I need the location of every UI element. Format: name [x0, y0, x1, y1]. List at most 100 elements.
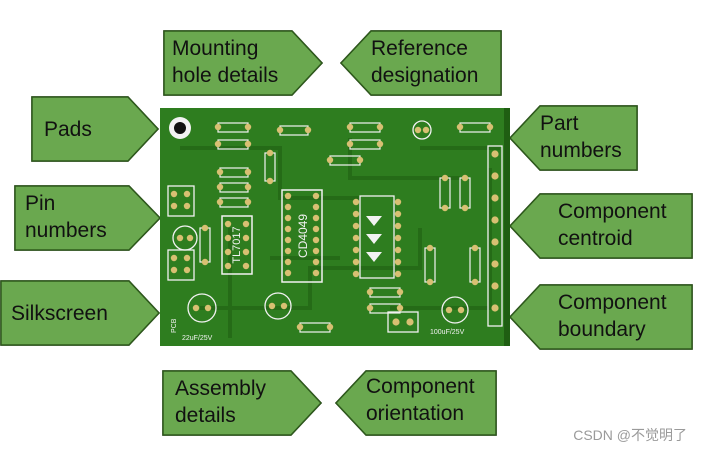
pad [284, 247, 292, 255]
callout-text: Component orientation [366, 373, 475, 427]
pad [216, 168, 224, 176]
callout-line: numbers [540, 139, 622, 162]
callout-arrow-shape [508, 193, 693, 259]
pad [268, 302, 276, 310]
edge-connector-boundary [487, 145, 503, 327]
pad [304, 126, 312, 134]
callout-part-numbers: Part numbers [508, 105, 638, 171]
callout-arrow-shape [0, 280, 161, 346]
pad [471, 278, 479, 286]
capacitor-outline [441, 296, 469, 324]
pad [312, 247, 320, 255]
pad [242, 234, 250, 242]
callout-pin-numbers: Pin numbers [14, 185, 162, 251]
pad [224, 234, 232, 242]
callout-line: Component [558, 291, 667, 314]
pad [394, 258, 402, 266]
pad [214, 140, 222, 148]
callout-text: Assembly details [175, 375, 266, 429]
pcb-traces [180, 138, 500, 338]
callout-arrow-shape [162, 370, 323, 436]
pad [170, 254, 178, 262]
pad [491, 150, 499, 158]
pad [352, 198, 360, 206]
silk-cap2-label: 22uF/25V [182, 335, 213, 342]
pad [280, 302, 288, 310]
callout-arrow-shape [508, 105, 638, 171]
callout-line: Pads [44, 118, 92, 141]
pad [376, 140, 384, 148]
connector-boundary [167, 249, 195, 281]
callout-arrow-shape [508, 284, 693, 350]
pad-group [170, 123, 499, 331]
pad [471, 244, 479, 252]
pad [326, 156, 334, 164]
pad [394, 198, 402, 206]
ic-tl7017-boundary [221, 215, 253, 275]
callout-text: Pin numbers [25, 190, 107, 244]
callout-line: Reference [371, 37, 468, 60]
pad [457, 306, 465, 314]
pad [461, 174, 469, 182]
callout-text: Pads [44, 116, 92, 143]
pad [284, 269, 292, 277]
capacitor-outline [264, 292, 292, 320]
pad [284, 258, 292, 266]
callout-text: Component boundary [558, 289, 667, 343]
callout-component-centroid: Component centroid [508, 193, 693, 259]
callout-line: Part [540, 112, 579, 135]
callout-arrow-shape [339, 30, 502, 96]
pad [352, 270, 360, 278]
pad [312, 236, 320, 244]
pad [394, 246, 402, 254]
pad [192, 304, 200, 312]
pad [352, 246, 360, 254]
silk-cap1-label: 100uF/25V [430, 329, 465, 336]
pad [394, 210, 402, 218]
pcb-substrate [160, 108, 510, 346]
callout-reference-designation: Reference designation [339, 30, 502, 96]
callout-arrow-shape [31, 96, 160, 162]
callout-silkscreen: Silkscreen [0, 280, 161, 346]
pad [266, 149, 274, 157]
pad [242, 220, 250, 228]
callout-line: numbers [25, 219, 107, 242]
pad [352, 222, 360, 230]
pad [183, 266, 191, 274]
callout-arrow-shape [14, 185, 162, 251]
pad [186, 234, 194, 242]
pad [414, 126, 422, 134]
callout-text: Silkscreen [11, 300, 108, 327]
callout-line: Component [558, 200, 667, 223]
diode-array-boundary [359, 195, 395, 279]
pad [346, 140, 354, 148]
pad [284, 236, 292, 244]
pad [244, 140, 252, 148]
pcb-edge [504, 108, 510, 346]
callout-text: Component centroid [558, 198, 667, 252]
pad [486, 123, 494, 131]
callout-line: hole details [172, 64, 279, 87]
pad [201, 258, 209, 266]
pad [356, 156, 364, 164]
pad [445, 306, 453, 314]
silk-pcb-label: PCB [171, 318, 178, 333]
pad [376, 123, 384, 131]
pad [216, 198, 224, 206]
pad [441, 174, 449, 182]
pad [224, 220, 232, 228]
pad [394, 270, 402, 278]
callout-line: Component [366, 375, 475, 398]
callout-line: Silkscreen [11, 302, 108, 325]
pad [284, 192, 292, 200]
pad [396, 288, 404, 296]
pad [284, 203, 292, 211]
callout-arrow-shape [334, 370, 497, 436]
pad [366, 304, 374, 312]
pad [244, 123, 252, 131]
pad [426, 244, 434, 252]
pad [396, 304, 404, 312]
pad [201, 224, 209, 232]
pad [441, 204, 449, 212]
pad [242, 262, 250, 270]
